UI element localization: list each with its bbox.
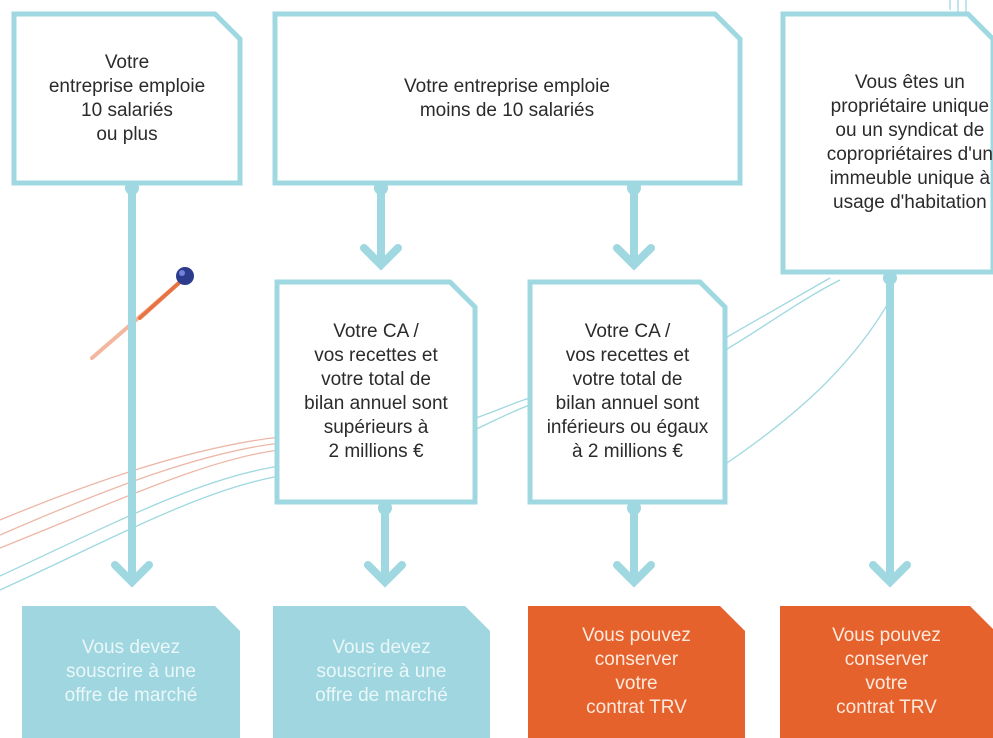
comet-decoration (90, 267, 194, 360)
connector-less-than-ten-left (360, 188, 402, 271)
result-market-offer-1-frame (22, 606, 240, 738)
decorative-red-curves (0, 436, 281, 549)
box-ca-above-frame (274, 279, 478, 505)
connector-dot (627, 501, 641, 515)
box-ca-below-frame (527, 279, 728, 505)
decorative-blue-curves (0, 0, 967, 591)
box-ten-or-more-frame (11, 11, 243, 186)
result-keep-trv-1-frame (528, 606, 745, 738)
result-keep-trv-2-frame (780, 606, 993, 738)
connector-dot (374, 181, 388, 195)
connector-ten-or-more (111, 188, 153, 588)
connector-ca-above (364, 508, 406, 588)
connector-dot (378, 501, 392, 515)
box-owner-frame (780, 11, 993, 275)
result-market-offer-2-frame (273, 606, 490, 738)
connector-dot (883, 271, 897, 285)
connector-less-than-ten-right (613, 188, 655, 271)
connector-ca-below (613, 508, 655, 588)
connector-dot (125, 181, 139, 195)
connector-dot (627, 181, 641, 195)
connector-owner (869, 278, 911, 588)
box-less-than-ten-frame (272, 11, 743, 186)
